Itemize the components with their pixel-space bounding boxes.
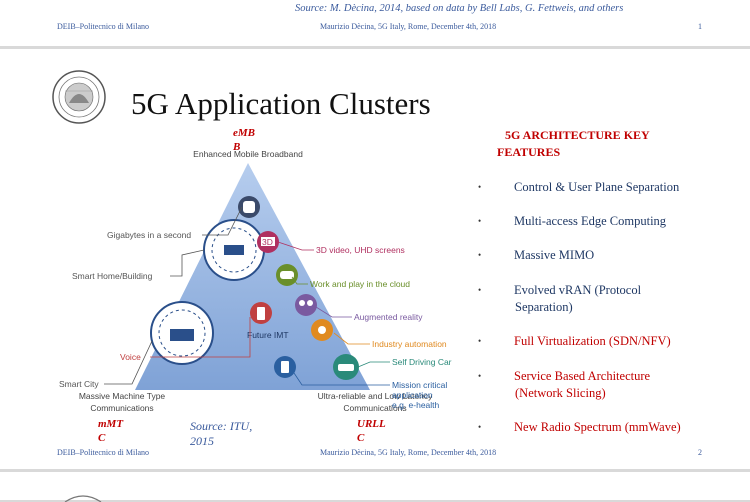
urllc-tag-line-2: C: [357, 432, 365, 444]
mission-critical-label-1: Mission critical: [392, 380, 447, 390]
feature-text: New Radio Spectrum (mmWave): [514, 420, 681, 434]
feature-item: • New Radio Spectrum (mmWave): [478, 419, 728, 436]
smart-home-label: Smart Home/Building: [72, 271, 153, 281]
source-itu: Source: ITU, 2015: [190, 419, 252, 449]
feature-item: • Service Based Architecture (Network Slic…: [478, 368, 728, 402]
mission-critical-label-3: e.g. e-health: [392, 400, 440, 410]
feature-text: Full Virtualization (SDN/NFV): [514, 334, 671, 348]
previous-slide-source: Source: M. Dècina, 2014, based on data b…: [295, 3, 624, 14]
self-driving-car-label: Self Driving Car: [392, 357, 452, 367]
smart-city-label: Smart City: [59, 379, 99, 389]
bullet: •: [478, 422, 482, 432]
augmented-reality-icon: [295, 294, 317, 316]
feature-text: (Network Slicing): [515, 386, 606, 400]
previous-page-number: 1: [698, 22, 702, 31]
work-play-cloud-label: Work and play in the cloud: [310, 279, 410, 289]
feature-item: • Control & User Plane Separation: [478, 179, 728, 196]
slide-title: 5G Application Clusters: [131, 86, 431, 121]
gigabytes-label: Gigabytes in a second: [107, 230, 191, 240]
features-heading-line-2: FEATURES: [497, 145, 561, 159]
mmtc-label-line-2: Communications: [90, 403, 153, 413]
feature-text: Service Based Architecture: [514, 369, 651, 383]
application-clusters-diagram: Enhanced Mobile Broadband Massive Machin…: [59, 149, 452, 413]
embb-tag: eMB B: [233, 126, 255, 154]
feature-text: Massive MIMO: [514, 248, 595, 262]
features-heading: 5G ARCHITECTURE KEY FEATURES: [497, 127, 717, 161]
future-imt-label: Future IMT: [247, 330, 289, 340]
politecnico-logo: [52, 70, 106, 124]
previous-footer-left: DEIB–Politecnico di Milano: [57, 22, 149, 31]
feature-text: Control & User Plane Separation: [514, 180, 680, 194]
slide: 5G Application Clusters eMB B Enhanced M…: [0, 49, 750, 469]
bullet: •: [478, 336, 482, 346]
slide-footer-center: Maurizio Dècina, 5G Italy, Rome, Decembe…: [320, 448, 497, 457]
mmtc-tag-line-1: mMT: [98, 418, 124, 430]
bullet: •: [478, 216, 482, 226]
embb-tag-line-2: B: [233, 141, 241, 153]
features-heading-line-1: 5G ARCHITECTURE KEY: [505, 128, 650, 142]
urllc-label-line-1: Ultra-reliable and Low Latency: [318, 391, 434, 401]
mmtc-tag-line-2: C: [98, 432, 106, 444]
next-slide: [0, 472, 750, 502]
mission-critical-label-2: application: [392, 390, 433, 400]
bullet: •: [478, 371, 482, 381]
mmtc-tag: mMT C: [98, 417, 123, 445]
slide-page-number: 2: [698, 448, 702, 457]
slide-footer-left: DEIB–Politecnico di Milano: [57, 448, 149, 457]
previous-footer-center: Maurizio Dècina, 5G Italy, Rome, Decembe…: [320, 22, 497, 31]
feature-text: Evolved vRAN (Protocol: [514, 283, 642, 297]
feature-text: Separation): [515, 300, 573, 314]
urllc-tag: URLL C: [357, 417, 386, 445]
source-line-2: 2015: [190, 434, 214, 448]
bullet: •: [478, 285, 482, 295]
feature-item: • Multi-access Edge Computing: [478, 213, 728, 230]
embb-label: Enhanced Mobile Broadband: [193, 149, 303, 159]
urllc-tag-line-1: URLL: [357, 418, 386, 430]
feature-item: • Full Virtualization (SDN/NFV): [478, 333, 728, 350]
industry-automation-label: Industry automation: [372, 339, 447, 349]
next-slide-logo-partial: [64, 495, 102, 502]
bullet: •: [478, 250, 482, 260]
hd-badge: 3D: [262, 237, 273, 247]
voice-label: Voice: [120, 352, 141, 362]
feature-item: • Massive MIMO: [478, 247, 728, 264]
augmented-reality-label: Augmented reality: [354, 312, 423, 322]
urllc-label-line-2: Communications: [343, 403, 406, 413]
mmtc-label-line-1: Massive Machine Type: [79, 391, 166, 401]
previous-slide: Source: M. Dècina, 2014, based on data b…: [0, 0, 750, 46]
bullet: •: [478, 182, 482, 192]
3d-video-label: 3D video, UHD screens: [316, 245, 405, 255]
embb-tag-line-1: eMB: [233, 127, 255, 139]
source-line-1: Source: ITU,: [190, 419, 253, 433]
feature-text: Multi-access Edge Computing: [514, 214, 667, 228]
